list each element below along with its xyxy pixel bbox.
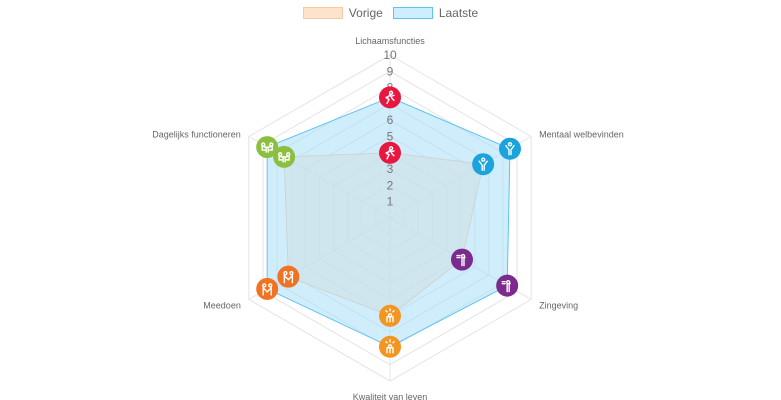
legend-swatch-vorige: [302, 7, 343, 19]
marker-glyph: [505, 142, 515, 156]
tick-label: 10: [383, 48, 397, 62]
marker-glyph: [385, 90, 395, 105]
tick-label: 6: [387, 113, 394, 127]
people-connected-icon[interactable]: [277, 265, 300, 288]
legend-label-vorige: Vorige: [348, 6, 383, 20]
marker-glyph: [385, 339, 395, 354]
raised-arms-person-icon[interactable]: [498, 137, 521, 160]
data-point-laatste[interactable]: [256, 277, 279, 300]
person-signpost-icon[interactable]: [450, 248, 473, 271]
marker-glyph: [478, 157, 488, 171]
data-point-laatste[interactable]: [379, 86, 401, 109]
person-signpost-icon[interactable]: [496, 274, 519, 297]
axis-label: Kwaliteit van leven: [353, 392, 428, 400]
data-point-vorige[interactable]: [277, 265, 300, 288]
marker-glyph: [262, 283, 273, 296]
data-point-laatste[interactable]: [498, 137, 521, 160]
person-sun-icon[interactable]: [379, 304, 401, 327]
tick-label: 2: [387, 178, 394, 192]
people-at-table-icon[interactable]: [256, 136, 279, 159]
tick-label: 1: [387, 195, 394, 209]
tick-label: 9: [387, 64, 394, 78]
marker-glyph: [261, 142, 274, 153]
legend-swatch-laatste: [392, 7, 433, 19]
running-person-icon[interactable]: [379, 141, 401, 164]
marker-glyph: [278, 152, 291, 163]
running-person-icon[interactable]: [379, 86, 401, 109]
marker-glyph: [456, 253, 466, 267]
data-point-laatste[interactable]: [379, 335, 401, 358]
tick-label: 3: [387, 162, 394, 176]
marker-glyph: [283, 270, 294, 284]
legend-label-laatste: Laatste: [438, 6, 479, 20]
tick-label: 5: [387, 130, 394, 144]
axis-label: Lichaamsfuncties: [355, 36, 425, 46]
data-point-vorige[interactable]: [379, 141, 401, 164]
axis-label: Mentaal welbevinden: [539, 130, 624, 140]
data-point-vorige[interactable]: [472, 153, 495, 176]
axis-label: Dagelijks functioneren: [152, 130, 241, 140]
marker-glyph: [385, 308, 395, 323]
data-point-vorige[interactable]: [379, 304, 401, 327]
marker-glyph: [501, 279, 511, 293]
people-at-table-icon[interactable]: [273, 145, 296, 168]
legend-item-vorige[interactable]: Vorige: [302, 6, 383, 20]
axis-label: Meedoen: [203, 301, 241, 311]
chart-legend: Vorige Laatste: [0, 6, 781, 20]
legend-item-laatste[interactable]: Laatste: [392, 6, 479, 20]
raised-arms-person-icon[interactable]: [472, 153, 495, 176]
marker-glyph: [385, 146, 395, 160]
axis-label: Zingeving: [539, 301, 578, 311]
person-sun-icon[interactable]: [379, 335, 401, 358]
people-connected-icon[interactable]: [256, 277, 279, 300]
